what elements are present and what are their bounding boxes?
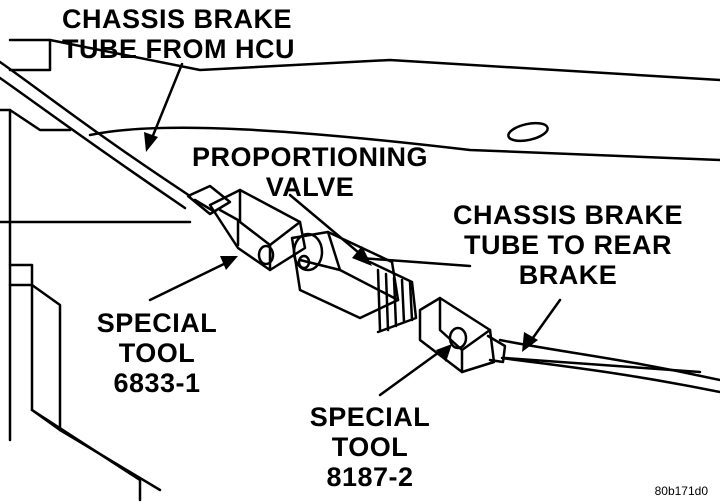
label-line: 6833-1 xyxy=(113,368,201,398)
label-special-tool-8187-2: SPECIAL TOOL 8187-2 xyxy=(285,402,455,492)
label-line: CHASSIS BRAKE xyxy=(452,200,684,230)
label-line: TOOL xyxy=(118,338,196,368)
brake-tube-from-hcu xyxy=(0,60,192,210)
label-special-tool-6833-1: SPECIAL TOOL 6833-1 xyxy=(72,308,242,398)
label-line: CHASSIS BRAKE xyxy=(62,4,293,34)
frame-bracket xyxy=(8,263,162,502)
label-line: SPECIAL xyxy=(96,308,218,338)
special-tool-6833-1-shape xyxy=(208,188,307,272)
vehicle-frame-panel xyxy=(0,38,720,442)
label-line: SPECIAL xyxy=(309,402,431,432)
label-line: 8187-2 xyxy=(326,462,414,492)
label-line: PROPORTIONING xyxy=(191,142,428,172)
proportioning-valve-body xyxy=(290,230,418,334)
frame-slot xyxy=(507,121,549,143)
label-line: TUBE TO REAR xyxy=(463,230,672,260)
leader-arrows xyxy=(148,62,562,397)
figure-code: 80b171d0 xyxy=(654,484,708,498)
label-line: TOOL xyxy=(331,432,409,462)
brake-tube-to-rear xyxy=(498,338,720,394)
label-chassis-brake-tube-to-rear-brake: CHASSIS BRAKE TUBE TO REAR BRAKE xyxy=(448,200,688,290)
label-line: VALVE xyxy=(265,172,355,202)
label-line: TUBE FROM HCU xyxy=(62,34,295,64)
arrow-heads xyxy=(144,132,538,362)
label-proportioning-valve: PROPORTIONING VALVE xyxy=(175,142,445,202)
special-tool-8187-2-shape xyxy=(418,296,507,374)
tube-nut-left xyxy=(186,184,232,216)
label-chassis-brake-tube-from-hcu: CHASSIS BRAKE TUBE FROM HCU xyxy=(62,4,295,64)
label-line: BRAKE xyxy=(518,260,618,290)
